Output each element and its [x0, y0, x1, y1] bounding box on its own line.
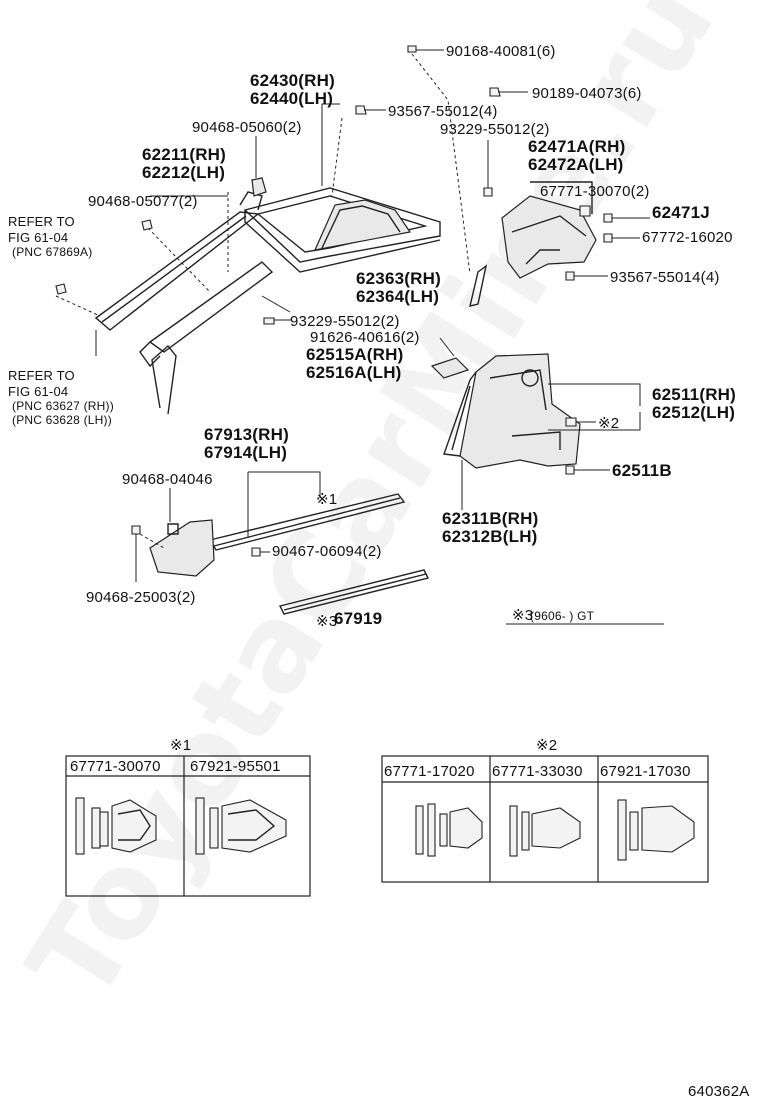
- part-number-label: 62471J: [652, 203, 710, 222]
- note-mark-label: ※3: [316, 613, 337, 630]
- part-number-label: 93567-55014(4): [610, 269, 720, 286]
- note-mark-label: ※1: [316, 491, 337, 508]
- part-number-label: 62471A(RH): [528, 137, 625, 156]
- refer-note-label: (PNC 67869A): [12, 245, 92, 259]
- part-number-label: 62312B(LH): [442, 527, 538, 546]
- part-number-label: 67914(LH): [204, 443, 287, 462]
- clip-icon: [251, 547, 261, 557]
- part-number-label: 62363(RH): [356, 269, 441, 288]
- clip-icon: [489, 87, 501, 97]
- clip-icon: [75, 797, 157, 855]
- part-number-label: 67771-30070(2): [540, 183, 650, 200]
- part-number-label: 90467-06094(2): [272, 543, 382, 560]
- clip-icon: [195, 797, 287, 855]
- part-number-label: 62211(RH): [142, 145, 226, 164]
- part-number-label: 93229-55012(2): [440, 121, 550, 138]
- part-number-label: 62516A(LH): [306, 363, 402, 382]
- part-number-label: 67772-16020: [642, 229, 733, 246]
- figure-code-label: 640362A: [688, 1083, 749, 1100]
- clip-icon: [509, 805, 581, 857]
- part-number-label: 62472A(LH): [528, 155, 624, 174]
- part-number-label: 62430(RH): [250, 71, 335, 90]
- refer-note-label: (PNC 63628 (LH)): [12, 413, 112, 427]
- table-cell: 67771-30070: [70, 758, 161, 775]
- scuff-plate-part: [149, 493, 406, 577]
- quarter-trim-lower-part: [443, 353, 581, 469]
- legend-mark-label: ※3: [512, 607, 533, 624]
- quarter-trim-upper-part: [501, 181, 597, 279]
- part-number-label: 91626-40616(2): [310, 329, 420, 346]
- part-number-label: 62511(RH): [652, 385, 736, 404]
- clip-icon: [415, 803, 483, 857]
- table-mark-label: ※1: [170, 737, 191, 754]
- part-number-label: 90468-04046: [122, 471, 213, 488]
- legend-text-label: (9606- ) GT: [530, 609, 595, 623]
- clip-icon: [407, 45, 417, 53]
- clip-icon: [579, 205, 591, 217]
- table-cell: 67921-95501: [190, 758, 281, 775]
- door-scuff-plate-part: [278, 569, 430, 615]
- clip-icon: [55, 283, 67, 295]
- part-number-label: 62440(LH): [250, 89, 333, 108]
- table-cell: 67771-17020: [384, 763, 475, 780]
- part-number-label: 62311B(RH): [442, 509, 539, 528]
- bracket-part: [430, 357, 470, 379]
- part-number-label: 90189-04073(6): [532, 85, 642, 102]
- part-number-label: 62515A(RH): [306, 345, 403, 364]
- screw-icon: [483, 187, 493, 197]
- part-number-label: 62364(LH): [356, 287, 439, 306]
- part-number-label: 62512(LH): [652, 403, 735, 422]
- refer-note-label: FIG 61-04: [8, 384, 68, 399]
- part-number-label: 62511B: [612, 461, 672, 480]
- refer-note-label: FIG 61-04: [8, 230, 68, 245]
- part-number-label: 67919: [334, 609, 382, 628]
- part-number-label: 93229-55012(2): [290, 313, 400, 330]
- part-number-label: 90168-40081(6): [446, 43, 556, 60]
- watermark: ToyotaCarMine.ru: [2, 0, 741, 1025]
- part-number-label: 90468-05060(2): [192, 119, 302, 136]
- center-pillar-garnish-part: [139, 261, 274, 415]
- clip-table-1: ※1 67771-30070 67921-95501: [65, 737, 311, 897]
- part-number-label: 90468-05077(2): [88, 193, 198, 210]
- note-mark-label: ※2: [598, 415, 619, 432]
- part-number-label: 67913(RH): [204, 425, 289, 444]
- clip-icon: [131, 525, 141, 535]
- refer-note-label: (PNC 63627 (RH)): [12, 399, 114, 413]
- windshield-pillar-garnish-part: [94, 177, 267, 331]
- refer-note-label: REFER TO: [8, 368, 75, 383]
- roof-headliner-trim-part: [243, 187, 441, 273]
- clip-icon: [565, 417, 577, 427]
- screw-icon: [565, 271, 575, 281]
- clip-icon: [617, 799, 695, 861]
- part-number-label: 62212(LH): [142, 163, 225, 182]
- roof-side-rail-part: [469, 264, 488, 307]
- table-cell: 67921-17030: [600, 763, 691, 780]
- clip-table-2: ※2 67771-17020 67771-33030 67921-17030: [381, 737, 709, 883]
- part-number-label: 93567-55012(4): [388, 103, 498, 120]
- screw-icon: [263, 317, 275, 325]
- clip-icon: [355, 105, 367, 115]
- clip-icon: [565, 465, 575, 475]
- table-mark-label: ※2: [536, 737, 557, 754]
- part-number-label: 90468-25003(2): [86, 589, 196, 606]
- clip-icon: [603, 213, 613, 223]
- table-cell: 67771-33030: [492, 763, 583, 780]
- clip-icon: [603, 233, 613, 243]
- clip-icon: [141, 219, 153, 231]
- refer-note-label: REFER TO: [8, 214, 75, 229]
